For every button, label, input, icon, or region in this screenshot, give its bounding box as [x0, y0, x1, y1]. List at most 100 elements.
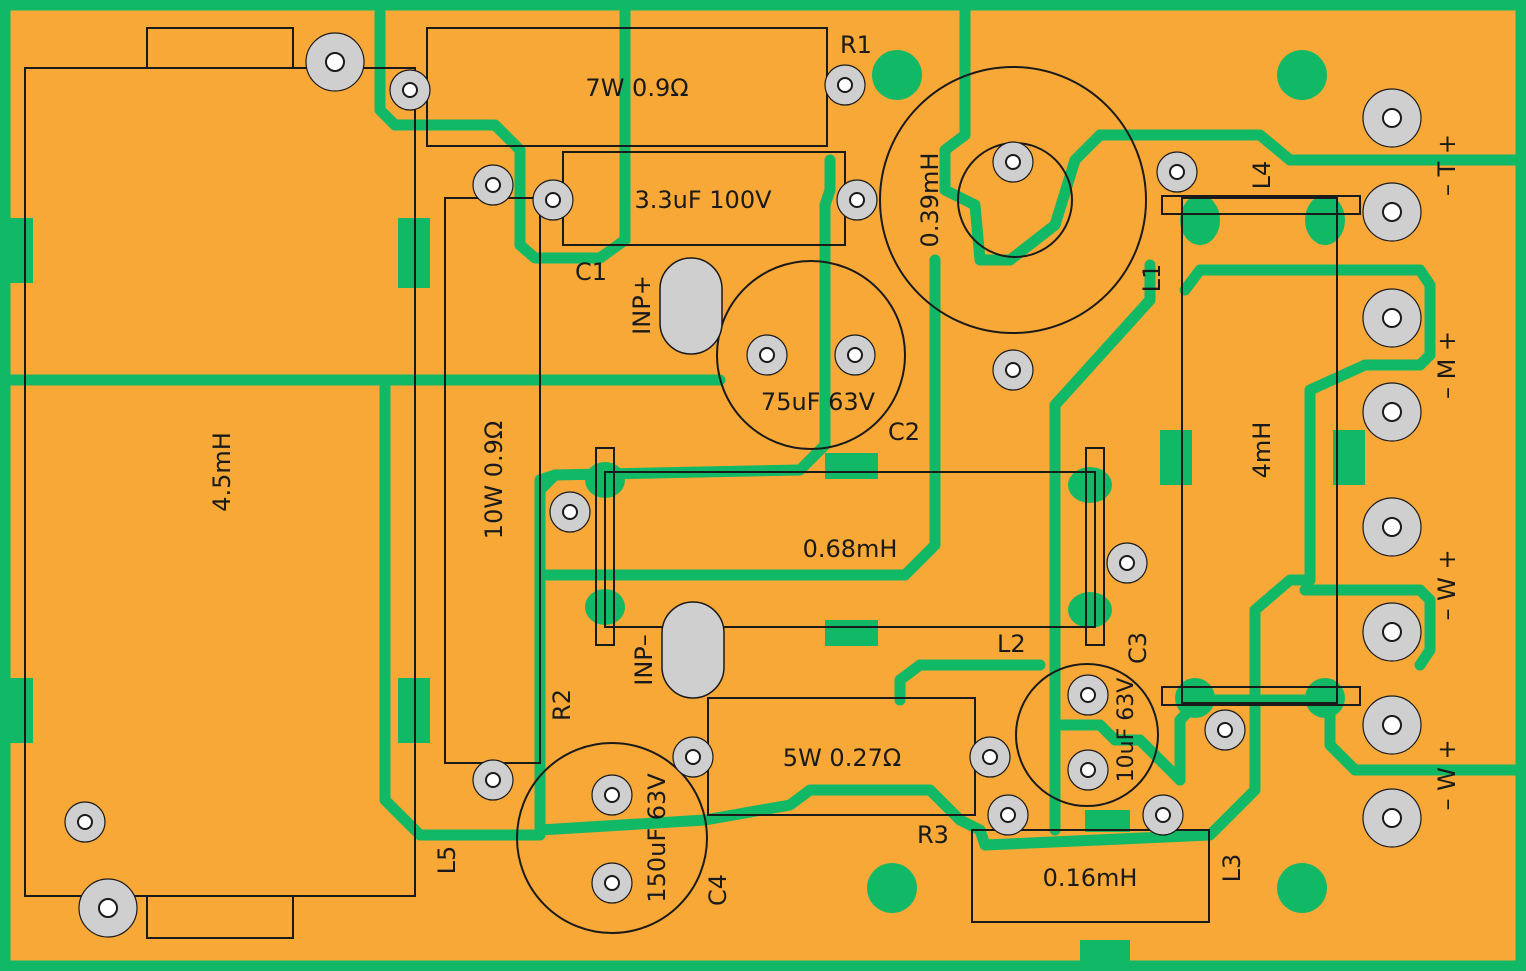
drill-hole [485, 177, 501, 193]
drill-hole [759, 347, 775, 363]
via [1277, 50, 1327, 100]
inp-minus-label: INP– [630, 634, 658, 686]
copper-pad [825, 620, 878, 646]
drill-hole [1080, 762, 1096, 778]
c2-ref: C2 [888, 418, 920, 446]
drill-hole [1000, 807, 1016, 823]
drill-hole [1382, 402, 1402, 422]
copper-pad [1068, 592, 1112, 628]
copper-pad [5, 678, 33, 743]
r3-value: 5W 0.27Ω [783, 744, 901, 772]
copper-pad [1305, 195, 1345, 245]
drill-hole [847, 347, 863, 363]
l4-ref: L4 [1248, 161, 1276, 190]
l2-bar-left [595, 447, 615, 646]
drill-hole [1382, 622, 1402, 642]
drill-hole [1169, 164, 1185, 180]
c1-value: 3.3uF 100V [634, 186, 772, 214]
c3-body [1015, 663, 1159, 807]
l4-frame [1181, 197, 1338, 704]
drill-hole [485, 772, 501, 788]
l3-ref: L3 [1218, 854, 1246, 883]
copper-pad [1333, 430, 1365, 485]
drill-hole [604, 787, 620, 803]
trace-c2-link [534, 154, 836, 496]
drill-hole [545, 192, 561, 208]
drill-hole [98, 898, 118, 918]
via [872, 50, 922, 100]
drill-hole [1217, 722, 1233, 738]
drill-hole [1382, 308, 1402, 328]
copper-pad [5, 218, 33, 283]
c3-value: 10uF 63V [1114, 678, 1139, 783]
drill-hole [1005, 154, 1021, 170]
drill-hole [837, 77, 853, 93]
drill-hole [982, 749, 998, 765]
l4-bar-top [1161, 195, 1361, 215]
r1-value: 7W 0.9Ω [585, 74, 688, 102]
drill-hole [1382, 108, 1402, 128]
trace-c3-bottom [1049, 719, 1186, 786]
trace-l2-right [1299, 584, 1436, 671]
r1-ref: R1 [840, 31, 872, 59]
l5-ref: L5 [433, 846, 461, 875]
output-woofer-1-label: – W + [1433, 549, 1461, 620]
c1-ref: C1 [575, 258, 607, 286]
trace-r3-link [894, 659, 1046, 706]
drill-hole [562, 504, 578, 520]
c2-body [716, 260, 906, 450]
l3-value: 0.16mH [1043, 864, 1138, 892]
c4-body [516, 742, 708, 934]
c3-ref: C3 [1124, 632, 1152, 664]
output-mid-label: – M + [1433, 331, 1461, 399]
drill-hole [1382, 808, 1402, 828]
l5-tab-bottom [146, 895, 294, 939]
c2-value: 75uF 63V [761, 388, 876, 416]
inp-minus-pad[interactable] [661, 601, 725, 699]
r3-ref: R3 [917, 821, 949, 849]
c4-value: 150uF 63V [643, 773, 671, 903]
output-woofer-2-label: – W + [1433, 739, 1461, 810]
c4-ref: C4 [704, 874, 732, 906]
inp-plus-label: INP+ [628, 275, 656, 335]
l1-outer [879, 66, 1147, 334]
trace-l1-loop [939, 4, 1526, 266]
through-hole-pads [64, 32, 1422, 938]
l3-body [971, 829, 1210, 923]
drill-hole [1382, 517, 1402, 537]
l1-ref: L1 [1138, 264, 1166, 293]
copper-pad [1180, 195, 1220, 245]
drill-hole [77, 814, 93, 830]
copper-pad [1080, 940, 1130, 968]
l4-value: 4mH [1248, 422, 1276, 479]
via [867, 863, 917, 913]
trace-center-down [534, 254, 941, 581]
drill-hole [1119, 555, 1135, 571]
copper-pad [1085, 810, 1130, 832]
drill-hole [325, 52, 345, 72]
copper-pad [1305, 678, 1345, 718]
drill-hole [849, 192, 865, 208]
via [1277, 863, 1327, 913]
l5-tab-top [146, 27, 294, 69]
input-pads [659, 257, 725, 699]
drill-hole [1155, 807, 1171, 823]
drill-hole [1382, 715, 1402, 735]
inp-plus-pad[interactable] [659, 257, 723, 355]
copper-pad [1160, 430, 1192, 485]
trace-l1-to-l4 [1049, 259, 1156, 836]
output-tweeter-label: – T + [1433, 134, 1461, 196]
trace-mid-output [534, 264, 1436, 851]
drill-hole [685, 749, 701, 765]
l2-frame [604, 471, 1096, 628]
trace-left-vertical [379, 379, 561, 841]
copper-pad [1068, 467, 1112, 503]
drill-hole [604, 875, 620, 891]
l2-value: 0.68mH [803, 535, 898, 563]
drill-hole [1005, 362, 1021, 378]
r2-value: 10W 0.9Ω [480, 421, 508, 539]
labels: R1 7W 0.9Ω 3.3uF 100V C1 75uF 63V C2 0.3… [208, 31, 1461, 906]
l2-bar-right [1085, 447, 1105, 646]
